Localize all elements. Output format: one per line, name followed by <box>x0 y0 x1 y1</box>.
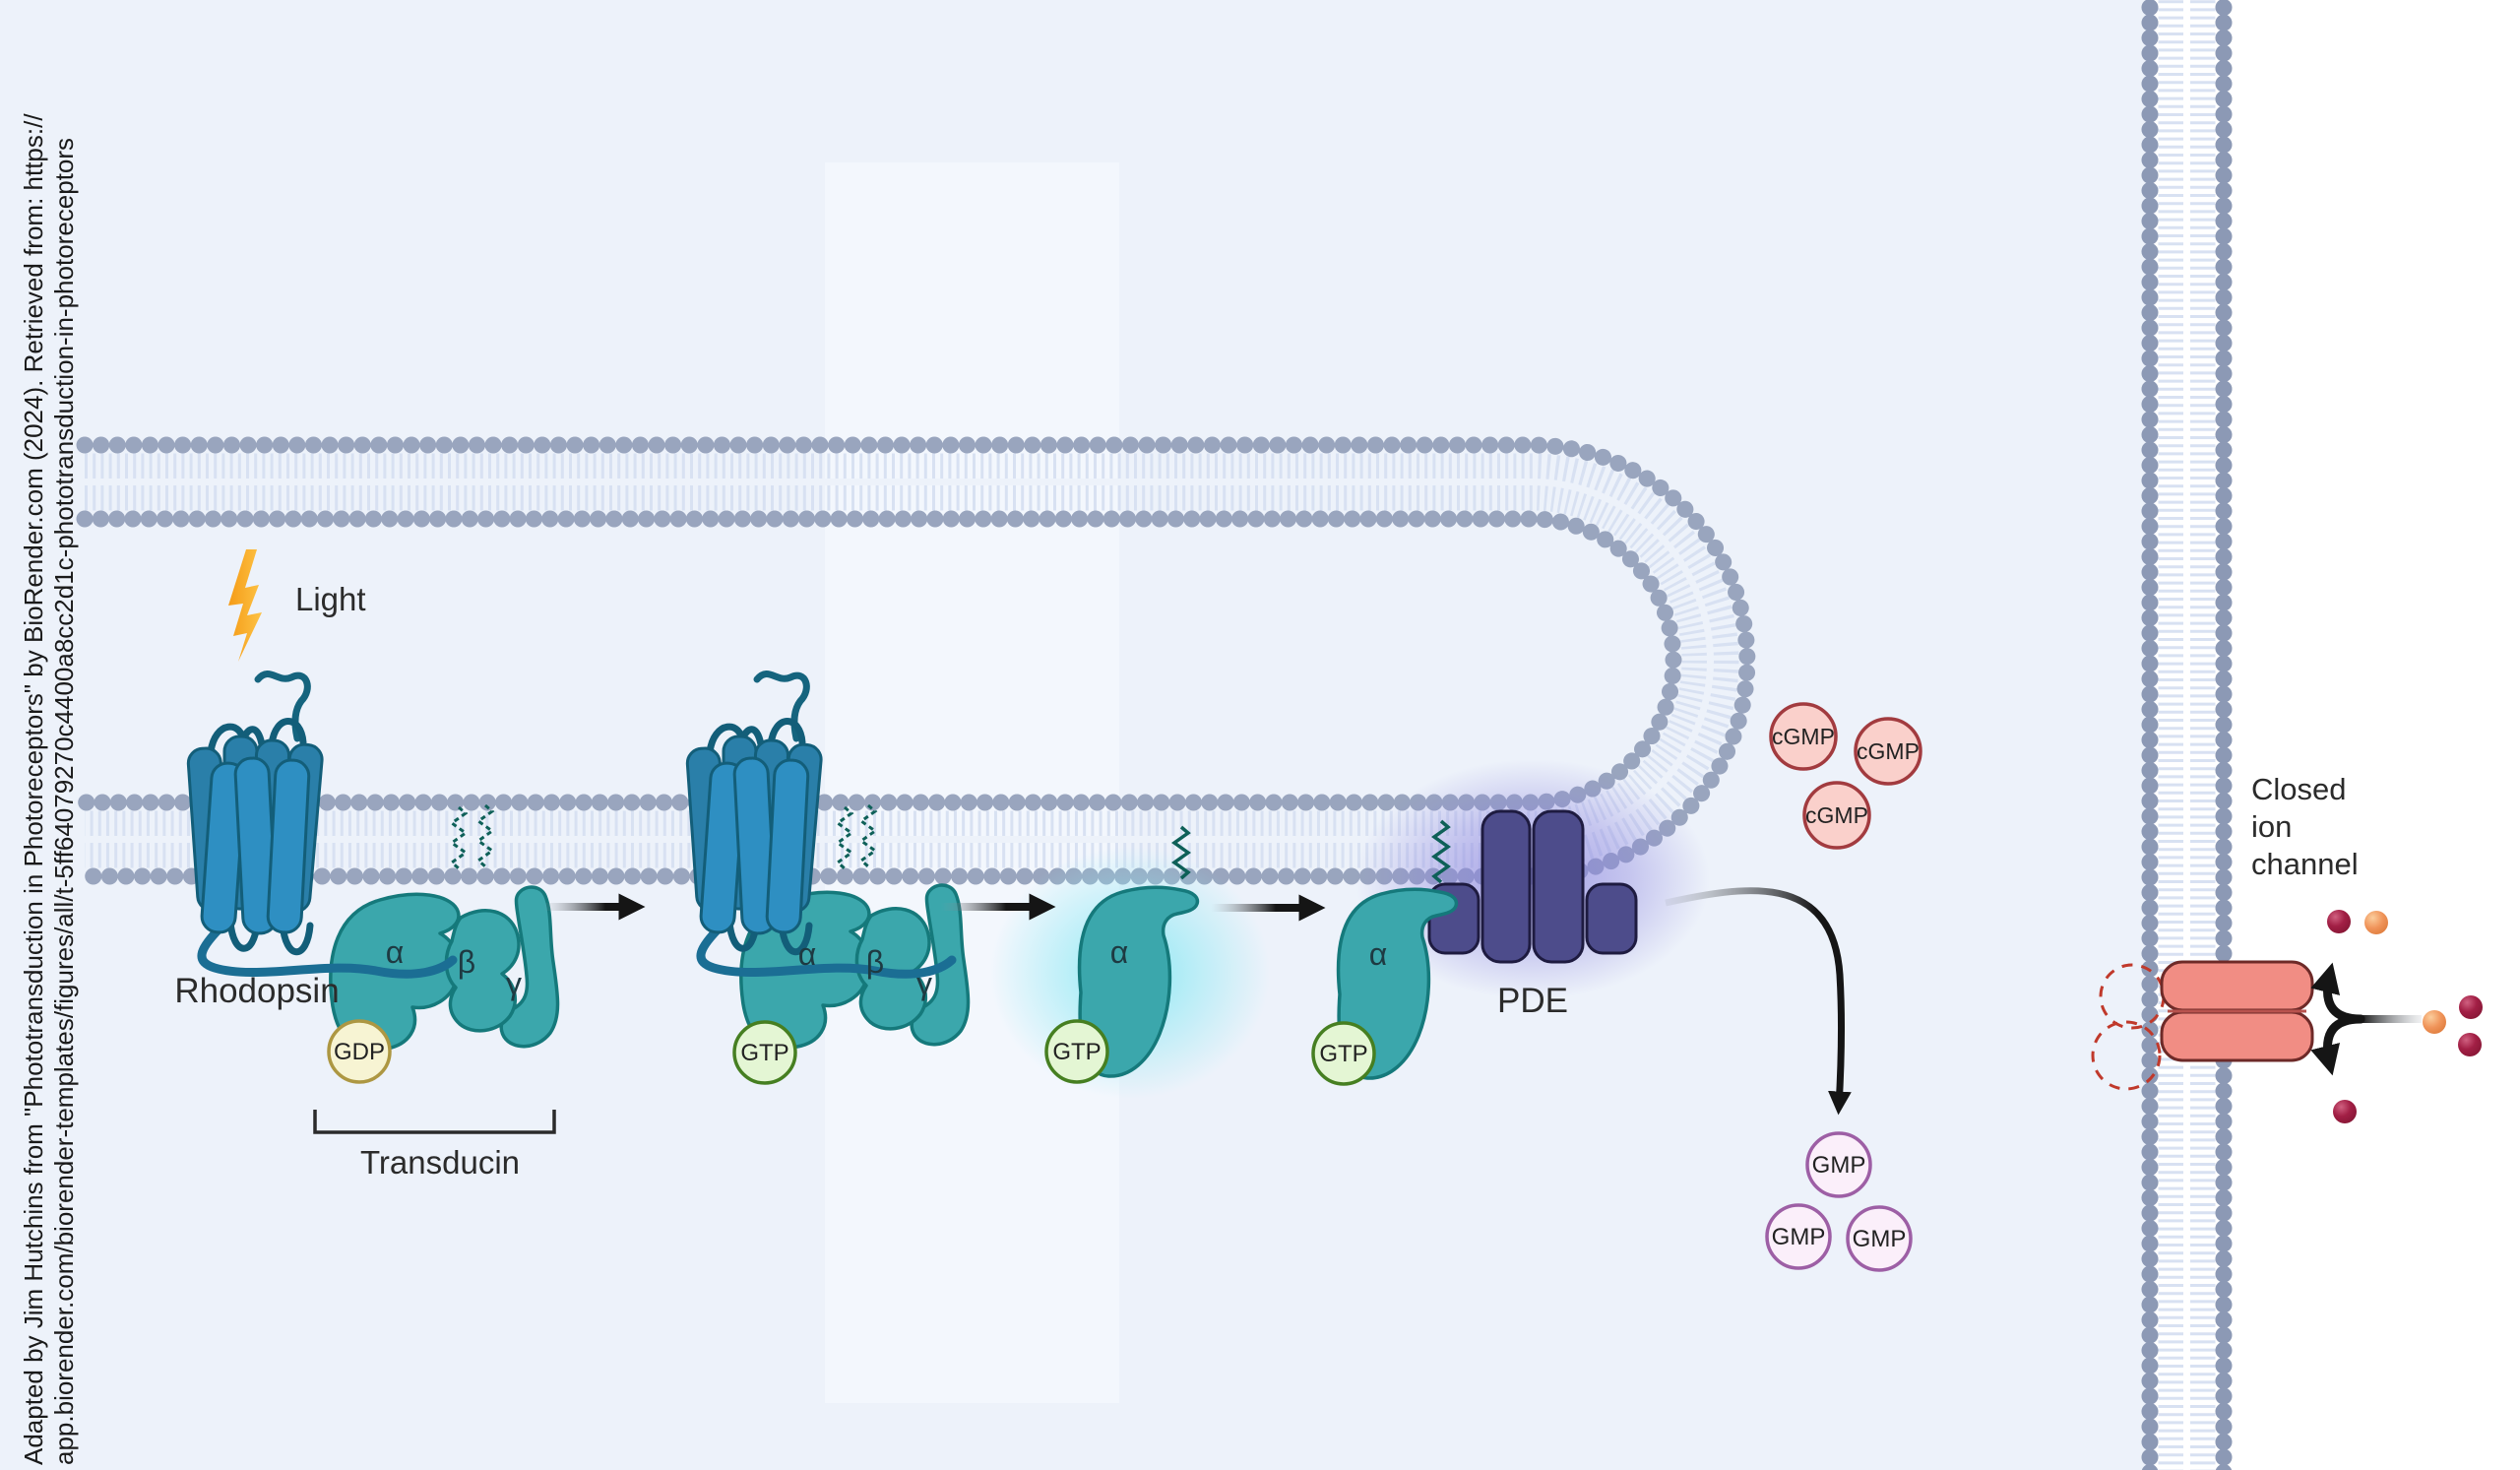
ion-block-arrow-down <box>2310 1014 2365 1076</box>
alpha-subunit-bound-pde: α GTP <box>1311 819 1459 1086</box>
channel-subunit-top <box>2160 960 2314 1012</box>
gmp-label: GMP <box>1853 1226 1907 1252</box>
lipid-anchor-zigzag <box>835 805 854 870</box>
gtp-circle <box>732 1020 797 1085</box>
gtp-circle <box>1311 1021 1376 1086</box>
cgmp-molecule: cGMP <box>1854 717 1922 786</box>
gtp-label: GTP <box>1319 1041 1367 1067</box>
lipid-anchor-zigzag <box>858 803 878 868</box>
alpha-free-blob <box>1077 885 1200 1078</box>
gmp-label: GMP <box>1772 1224 1826 1250</box>
gmp-molecule: GMP <box>1846 1205 1913 1272</box>
gdp-circle <box>327 1019 392 1084</box>
citation-line-1: Adapted by Jim Hutchins from "Phototrans… <box>19 113 48 1465</box>
channel-subunit-bottom <box>2160 1010 2314 1062</box>
pde-label: PDE <box>1497 982 1568 1020</box>
gtp-badge: GTP <box>732 1020 797 1085</box>
ion-crimson <box>2458 1033 2482 1056</box>
alpha-subunit-label: α <box>1369 936 1388 972</box>
gdp-badge: GDP <box>327 1019 392 1084</box>
pde-domain-tall-1 <box>1480 809 1532 964</box>
lipid-anchor-zigzag <box>1170 825 1192 880</box>
gmp-circle <box>1765 1203 1832 1270</box>
ion-channel-group: Closed ion channel <box>2091 772 2483 1123</box>
ion-crimson <box>2333 1100 2357 1123</box>
gamma-subunit-label: γ <box>916 966 932 1001</box>
pde-domain-right <box>1585 882 1638 955</box>
transducin-bracket <box>313 1110 556 1134</box>
gmp-circle <box>1846 1205 1913 1272</box>
gmp-molecule: GMP <box>1805 1131 1872 1198</box>
alpha-subunit-free: α GTP <box>1044 825 1200 1084</box>
rhodopsin-c-terminus <box>197 921 458 979</box>
cgmp-label: cGMP <box>1805 802 1868 828</box>
lipid-anchor-zigzag <box>1430 819 1452 884</box>
light-label: Light <box>295 581 366 617</box>
gdp-label: GDP <box>334 1039 385 1065</box>
ion-orange <box>2364 911 2388 934</box>
closed-ion-channel-label: Closed <box>2251 772 2347 806</box>
cgmp-circle <box>1854 717 1922 786</box>
cgmp-molecule: cGMP <box>1769 702 1838 771</box>
transducin-gamma-blob <box>499 885 560 1049</box>
beta-subunit-label: β <box>866 944 884 980</box>
light-bolt-icon <box>228 549 262 662</box>
rhodopsin-helices <box>186 735 324 935</box>
rhodopsin <box>186 671 458 979</box>
citation-line-2: app.biorender.com/biorender-templates/fi… <box>49 138 79 1465</box>
background-highlight-band <box>825 162 1119 1403</box>
rhodopsin-label: Rhodopsin <box>174 972 339 1010</box>
alpha-subunit-label: α <box>798 936 817 972</box>
ion-crimson <box>2327 910 2351 933</box>
gmp-circle <box>1805 1131 1872 1198</box>
cgmp-circle <box>1769 702 1838 771</box>
alpha-subunit-label: α <box>1110 934 1129 970</box>
transducin-beta-blob <box>444 909 521 1033</box>
ion-crimson <box>2459 995 2483 1019</box>
gtp-badge: GTP <box>1044 1019 1109 1084</box>
alpha-subunit-label: α <box>386 934 405 970</box>
lipid-anchor-zigzag <box>475 803 495 868</box>
cgmp-circle <box>1802 781 1871 850</box>
gtp-circle <box>1044 1019 1109 1084</box>
rhodopsin-n-terminus <box>254 671 311 742</box>
pde-domain-tall-2 <box>1532 809 1585 964</box>
cgmp-label: cGMP <box>1772 724 1835 749</box>
cgmp-molecule: cGMP <box>1802 781 1871 850</box>
lipid-anchor-zigzag <box>449 805 469 870</box>
closed-ion-channel-label: ion <box>2251 809 2292 844</box>
transducin-label: Transducin <box>360 1144 520 1181</box>
gtp-badge: GTP <box>1311 1021 1376 1086</box>
beta-subunit-label: β <box>458 944 475 980</box>
gtp-label: GTP <box>740 1040 788 1066</box>
gtp-label: GTP <box>1052 1039 1101 1065</box>
gmp-molecule: GMP <box>1765 1203 1832 1270</box>
hydrolysis-arrow <box>1665 887 1852 1116</box>
closed-ion-channel-label: channel <box>2251 847 2359 881</box>
cgmp-label: cGMP <box>1857 738 1920 764</box>
plasma-membrane <box>2141 0 2233 1470</box>
gmp-label: GMP <box>1812 1152 1866 1179</box>
transducin-heterotrimer-active <box>739 803 971 1050</box>
gamma-subunit-label: γ <box>506 966 522 1001</box>
ion-orange <box>2423 1010 2446 1034</box>
binding-site-dashed-circle <box>2091 1020 2162 1091</box>
